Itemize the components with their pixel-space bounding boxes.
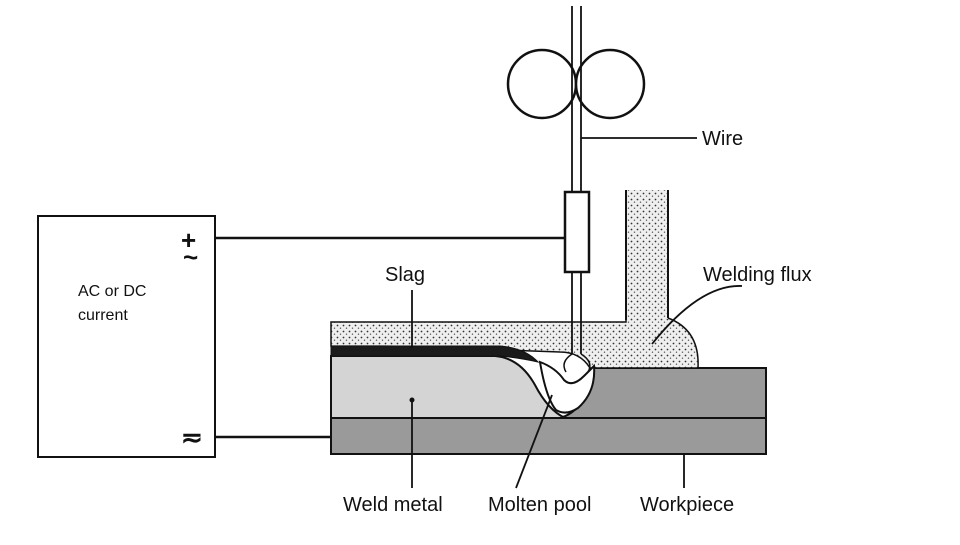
feed-roller-left bbox=[506, 48, 578, 120]
workpiece-base bbox=[330, 417, 767, 455]
contact-tube bbox=[563, 190, 591, 274]
power-source: AC or DC current + ~ ≂ bbox=[37, 215, 216, 458]
flux-hopper bbox=[625, 190, 669, 320]
weld-metal-region bbox=[330, 355, 566, 419]
power-source-box bbox=[37, 215, 216, 458]
negative-terminal-symbol: ≂ bbox=[181, 422, 203, 452]
electrode-wire bbox=[571, 6, 582, 354]
feed-roller-right bbox=[574, 48, 646, 120]
molten-pool-leader bbox=[515, 394, 553, 489]
flux-hopper-fill bbox=[626, 190, 668, 320]
positive-ac-symbol: ~ bbox=[183, 242, 198, 272]
welding-flux-leader bbox=[651, 285, 743, 345]
power-source-label-line1: AC or DC bbox=[78, 283, 146, 300]
weld-metal-leader-dot bbox=[409, 397, 415, 403]
arc-icon bbox=[563, 353, 591, 373]
welding-flux-label: Welding flux bbox=[703, 264, 812, 286]
positive-terminal-symbol: + bbox=[181, 225, 196, 255]
workpiece-label: Workpiece bbox=[640, 494, 734, 516]
molten-pool-label: Molten pool bbox=[488, 494, 591, 516]
wire-label: Wire bbox=[702, 128, 743, 150]
weld-metal-label: Weld metal bbox=[343, 494, 443, 516]
slag-label: Slag bbox=[385, 264, 425, 286]
molten-pool-region bbox=[538, 360, 596, 414]
slag-layer bbox=[330, 345, 540, 363]
power-source-label-line2: current bbox=[78, 307, 128, 324]
